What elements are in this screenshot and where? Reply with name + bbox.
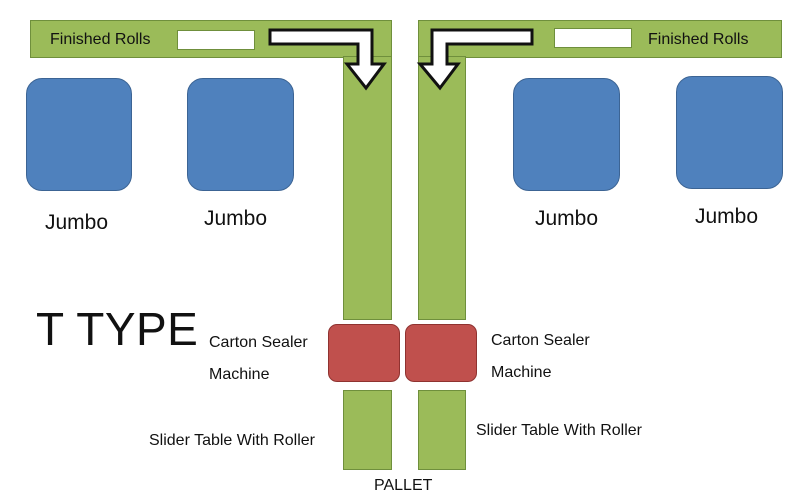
conveyor-vertical-right [418,56,466,320]
slider-table-left [343,390,392,470]
finished-rolls-label-left: Finished Rolls [50,31,151,48]
type-title: T TYPE [36,303,199,355]
conveyor-slot-right [554,28,632,48]
finished-rolls-label-right: Finished Rolls [648,31,749,48]
jumbo-roll-4 [676,76,783,189]
sealer-left-label-line1: Carton Sealer [209,334,308,351]
jumbo-label-3: Jumbo [535,207,599,230]
jumbo-label-1: Jumbo [45,211,109,234]
jumbo-roll-1 [26,78,132,191]
carton-sealer-left [328,324,400,382]
pallet-label: PALLET [374,477,433,494]
sealer-right-label-line1: Carton Sealer [491,332,590,349]
conveyor-vertical-left [343,56,392,320]
jumbo-roll-2 [187,78,294,191]
conveyor-slot-left [177,30,255,50]
carton-sealer-right [405,324,477,382]
jumbo-roll-3 [513,78,620,191]
slider-table-label-right: Slider Table With Roller [476,422,642,439]
sealer-left-label-line2: Machine [209,366,270,383]
slider-table-label-left: Slider Table With Roller [149,432,315,449]
sealer-right-label-line2: Machine [491,364,552,381]
jumbo-label-4: Jumbo [695,205,759,228]
slider-table-right [418,390,466,470]
jumbo-label-2: Jumbo [204,207,268,230]
